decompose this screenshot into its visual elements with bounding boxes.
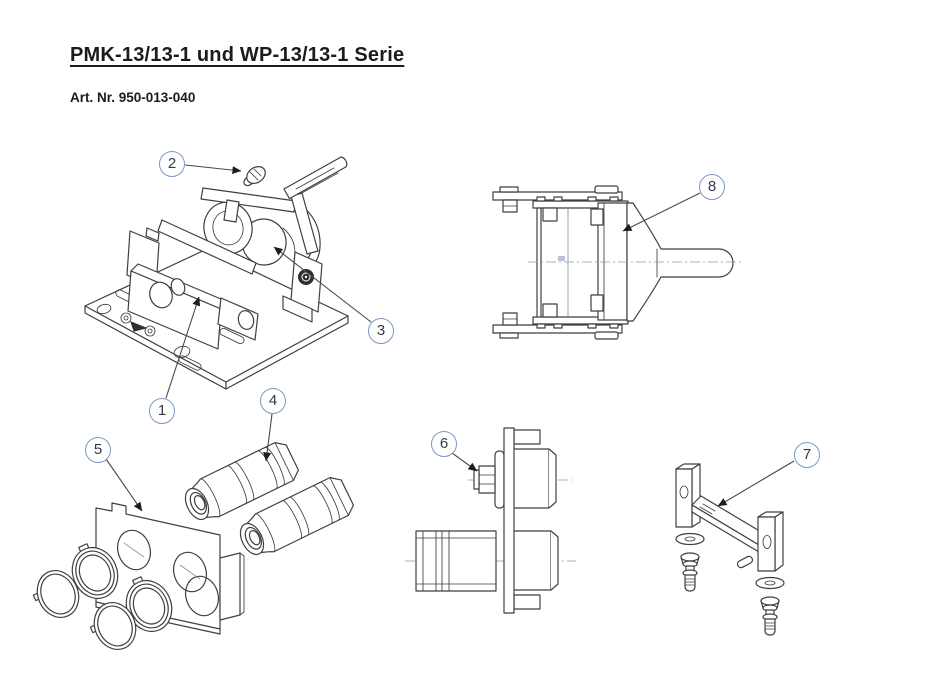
- pump-housing: [127, 263, 229, 350]
- roller-cartridge: [239, 477, 355, 556]
- figure-frame-top-view: [492, 185, 744, 340]
- article-number: Art. Nr. 950-013-040: [70, 90, 196, 105]
- callout-5: 5: [85, 437, 111, 463]
- fastener-stack: [675, 532, 705, 592]
- callout-2: 2: [159, 151, 185, 177]
- callout-7-leader: [717, 460, 795, 507]
- callout-5-leader: [105, 458, 143, 512]
- callout-8-leader: [622, 192, 701, 232]
- hand-lever: [283, 156, 348, 255]
- dimension-mark: [558, 256, 565, 261]
- bearing-ring: [71, 543, 119, 599]
- figure-roller-side-view: [405, 427, 576, 614]
- figure-main-assembly: [84, 156, 349, 390]
- pin: [736, 555, 754, 569]
- callout-2-leader: [184, 164, 242, 175]
- fastener-stack: [755, 576, 785, 636]
- roller-cartridge: [184, 442, 300, 521]
- callout-7: 7: [794, 442, 820, 468]
- callout-3: 3: [368, 318, 394, 344]
- callout-6: 6: [431, 431, 457, 457]
- page-title: PMK-13/13-1 und WP-13/13-1 Serie: [70, 44, 405, 66]
- callout-8: 8: [699, 174, 725, 200]
- snap-ring: [32, 570, 80, 618]
- housing-knob: [149, 281, 173, 309]
- bracket-plate: [503, 427, 541, 614]
- mounting-bolt: [473, 450, 505, 509]
- figure-plate-rollers-exploded: [32, 442, 355, 650]
- callout-3-leader: [273, 246, 372, 323]
- callout-1: 1: [149, 398, 175, 424]
- frame-body-plate: [590, 202, 628, 321]
- snap-ring: [89, 602, 137, 650]
- lever-knob: [243, 165, 266, 187]
- bearing-ring: [125, 576, 173, 632]
- bracket-post: [675, 463, 701, 528]
- roller: [415, 530, 497, 592]
- callout-1-leader: [165, 296, 201, 399]
- callout-4-leader: [263, 413, 273, 462]
- callout-leaders: [105, 164, 795, 512]
- callout-4: 4: [260, 388, 286, 414]
- callout-6-leader: [451, 452, 478, 472]
- figure-bracket-exploded: [675, 463, 785, 636]
- side-bracket: [217, 251, 323, 341]
- plate-index-mark: [130, 321, 148, 332]
- bracket-post: [757, 511, 784, 572]
